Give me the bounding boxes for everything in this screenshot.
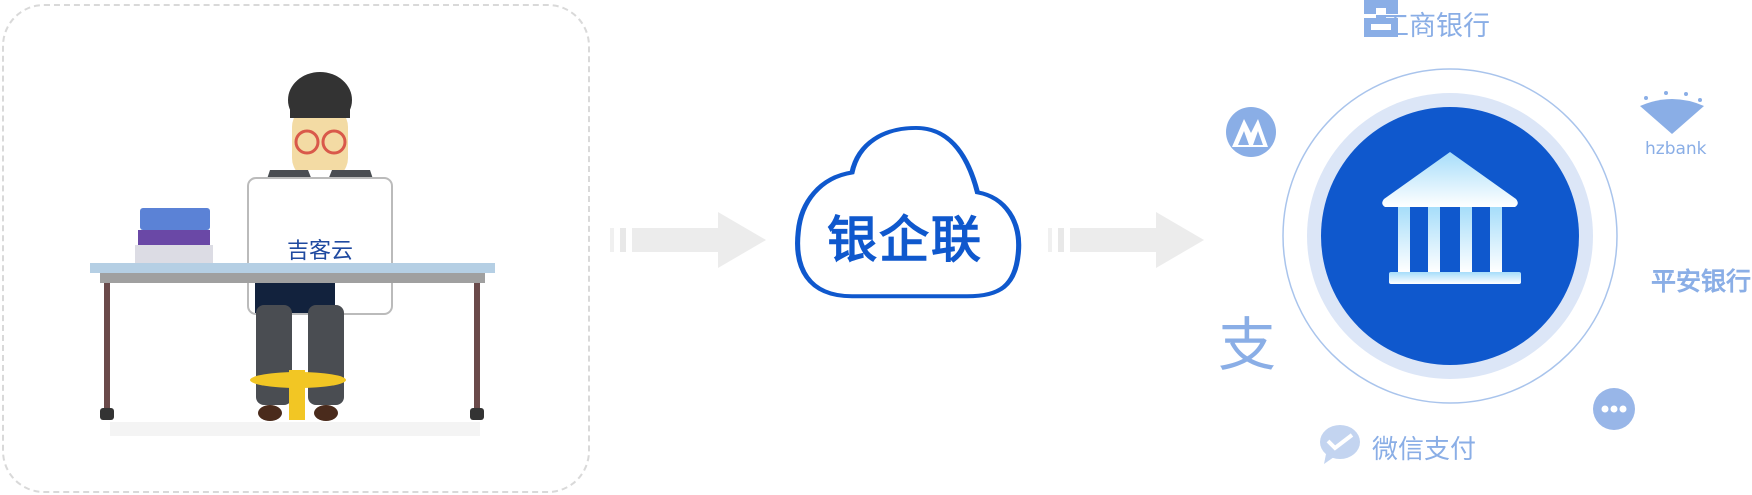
flow-arrow-1: [610, 212, 766, 268]
more-icon[interactable]: [1592, 387, 1636, 431]
flow-arrow-2: [1048, 212, 1204, 268]
bank-hub: [1282, 68, 1618, 404]
cloud-shape: [795, 125, 1022, 299]
hzbank-logo-icon: [1640, 91, 1704, 134]
alipay-logo-icon: 支: [1218, 311, 1277, 379]
user-at-desk-illustration: 吉客云: [90, 72, 495, 436]
wechat-pay-label: 微信支付: [1372, 435, 1477, 465]
wechat-pay-logo-icon: [1320, 425, 1360, 464]
laptop-brand: 吉客云: [287, 239, 353, 264]
cloud-label: 银企联: [827, 211, 983, 269]
icbc-logo-icon: [1364, 0, 1398, 37]
bank-building-icon: [1382, 152, 1521, 284]
user-panel: [2, 4, 590, 493]
china-merchants-logo-icon: [1226, 107, 1276, 157]
pingan-label: 平安银行: [1651, 267, 1752, 296]
icbc-label: 工商银行: [1382, 11, 1490, 42]
hzbank-label: hzbank: [1645, 139, 1707, 159]
